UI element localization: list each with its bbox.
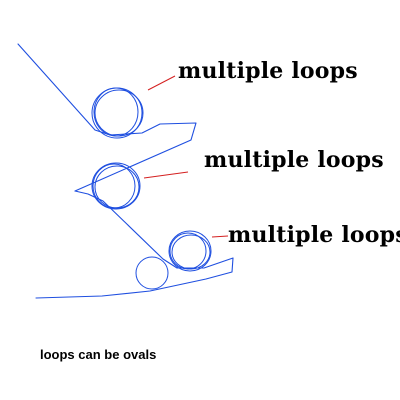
loop-middle-2 <box>91 162 141 210</box>
loop-bottom-1 <box>169 232 207 270</box>
loop-label-top: multiple loops <box>178 58 358 84</box>
pointer-top <box>147 75 176 91</box>
loop-label-middle: multiple loops <box>204 147 384 173</box>
loop-bottom-3 <box>171 234 211 270</box>
loop-middle-1 <box>92 163 136 209</box>
pointer-bottom <box>211 235 229 238</box>
pointer-lines <box>143 75 229 238</box>
loop-middle-3 <box>94 165 140 209</box>
loop-top-3 <box>94 89 144 137</box>
track-lines <box>17 43 234 299</box>
loop-group-bottom <box>168 230 212 272</box>
loop-group-top <box>91 87 144 139</box>
loop-top-2 <box>91 87 143 139</box>
track-entry-diagonal <box>17 43 197 192</box>
loop-top-1 <box>93 87 139 137</box>
oval-loop <box>135 256 169 290</box>
loop-label-bottom: multiple loops <box>228 222 400 248</box>
pointer-middle <box>143 171 189 179</box>
loop-bottom-2 <box>168 230 212 272</box>
loop-group-middle <box>91 162 141 210</box>
caption-text: loops can be ovals <box>40 347 157 362</box>
track-middle-diagonal <box>35 190 234 299</box>
